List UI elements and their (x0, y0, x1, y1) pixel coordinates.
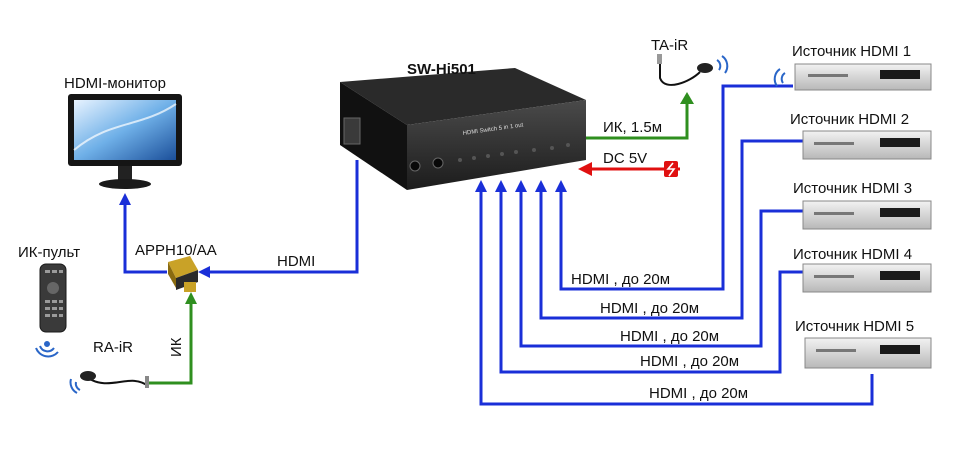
hdmi-arrowheads (119, 180, 567, 278)
source-4: Источник HDMI 4 (793, 246, 932, 293)
ir-lines (148, 100, 689, 385)
hdmi-input-label-5: HDMI , до 20м (649, 385, 748, 402)
hdmi-line-source-3 (519, 186, 803, 348)
hdmi-input-label-3: HDMI , до 20м (620, 328, 719, 345)
remote-signal-icon (35, 341, 59, 358)
ir-arrowheads (185, 92, 694, 304)
hdmi-line-source-1 (559, 84, 793, 291)
hdmi-input-label-4: HDMI , до 20м (640, 353, 739, 370)
remote-label: ИК-пульт (18, 244, 80, 261)
power-plug-icon (664, 161, 678, 177)
ta-ir-emitter-icon (657, 54, 713, 86)
hdmi-line-source-4 (499, 186, 803, 374)
monitor-icon (68, 94, 182, 189)
ra-ir-label: RA-iR (93, 339, 133, 356)
hdmi-line-source-5 (479, 186, 874, 406)
remote-control-icon (39, 263, 67, 333)
hdmi-switch-device: HDMI Switch 5 in 1 out (340, 68, 586, 190)
hdmi-line-source-2 (539, 139, 803, 320)
hdmi-input-label-1: HDMI , до 20м (571, 271, 670, 288)
ir-vertical-label: ИК (168, 337, 185, 357)
source-3: Источник HDMI 3 (793, 180, 932, 230)
ta-ir-signal-icon (716, 55, 729, 74)
source-2: Источник HDMI 2 (790, 111, 932, 160)
source-1-signal-icon (773, 68, 786, 87)
source-1-label: Источник HDMI 1 (792, 43, 911, 60)
source-4-label: Источник HDMI 4 (793, 246, 912, 263)
hdmi-input-lines (123, 84, 874, 406)
source-1: Источник HDMI 1 (792, 43, 932, 91)
adapter-label: APPH10/AA (135, 242, 217, 259)
ir-line-top (580, 100, 689, 140)
device-title: SW-Hi501 (407, 61, 476, 78)
ir-top-label: ИК, 1.5м (603, 119, 662, 136)
source-3-label: Источник HDMI 3 (793, 180, 912, 197)
dc-label: DC 5V (603, 150, 647, 167)
ra-ir-receiver-icon (80, 371, 149, 388)
adapter-icon (168, 256, 198, 292)
source-5-label: Источник HDMI 5 (795, 318, 914, 335)
ir-line-bottom (148, 300, 193, 385)
ta-ir-label: TA-iR (651, 37, 688, 54)
dc-arrowhead (578, 162, 592, 176)
adapter-to-monitor-line (123, 200, 167, 274)
hdmi-output-line (205, 160, 359, 274)
hdmi-output-label: HDMI (277, 253, 315, 270)
ra-ir-signal-icon (69, 378, 81, 394)
hdmi-input-label-2: HDMI , до 20м (600, 300, 699, 317)
source-5: Источник HDMI 5 (795, 318, 932, 369)
monitor-label: HDMI-монитор (64, 75, 166, 92)
source-2-label: Источник HDMI 2 (790, 111, 909, 128)
